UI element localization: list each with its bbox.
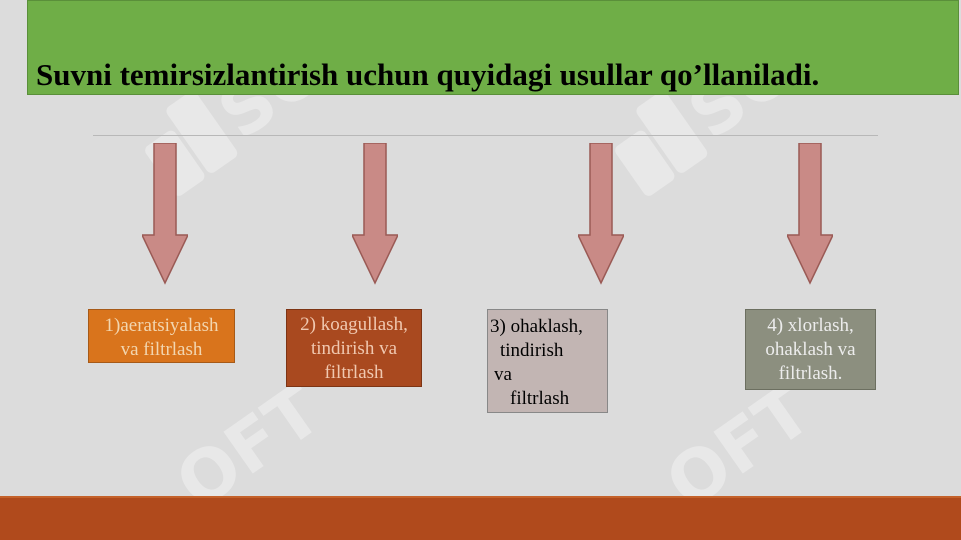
method-2-line-2: tindirish va [310,338,398,359]
title-banner: Suvni temirsizlantirish uchun quyidagi u… [27,0,959,95]
method-box-2: 2) koagullash, tindirish va filtrlash [286,309,422,387]
down-arrow-icon [578,143,624,285]
method-3-line-3: va [494,364,512,385]
down-arrow-icon [352,143,398,285]
method-box-3: 3) ohaklash, tindirish va filtrlash [487,309,608,413]
footer-accent-line [0,496,961,498]
method-2-line-1: 2) koagullash, [300,314,408,335]
method-4-line-1: 4) xlorlash, [767,315,854,336]
down-arrow-icon [142,143,188,285]
method-4-line-3: filtrlash. [778,363,843,384]
method-3-line-2: tindirish [500,340,564,361]
footer-bar [0,498,961,540]
method-2-line-3: filtrlash [324,362,384,383]
method-1-line-1: 1)aeratsiyalash [104,315,219,336]
method-1-line-2: va filtrlash [120,339,203,360]
method-3-line-4: filtrlash [510,388,570,409]
method-3-line-1: 3) ohaklash, [490,316,583,337]
method-4-line-2: ohaklash va [765,339,856,360]
down-arrow-icon [787,143,833,285]
slide-title: Suvni temirsizlantirish uchun quyidagi u… [36,57,820,92]
method-box-4: 4) xlorlash, ohaklash va filtrlash. [745,309,876,390]
divider-line [93,135,878,136]
method-box-1: 1)aeratsiyalash va filtrlash [88,309,235,363]
